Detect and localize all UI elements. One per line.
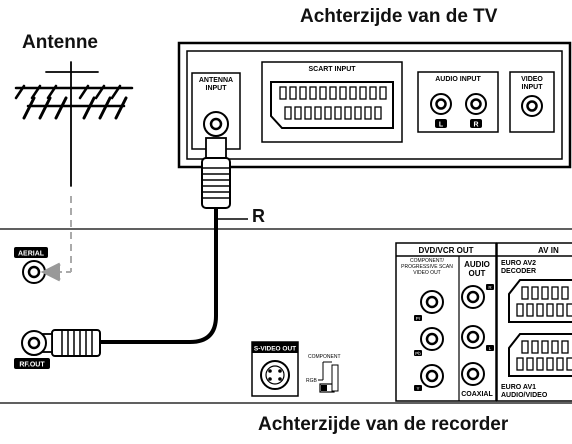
jack-label-pb: Pb <box>415 351 421 356</box>
rgb-switch-label: RGB <box>306 378 318 384</box>
recorder-rf-out: RF.OUT <box>14 330 50 369</box>
video-input-label-2: INPUT <box>522 84 544 91</box>
euro-av1-label-1: EURO AV1 <box>501 384 536 391</box>
scart-input-label: SCART INPUT <box>308 66 356 73</box>
antenna-input-label-2: INPUT <box>206 85 228 92</box>
component-col-label-3: VIDEO OUT <box>413 270 441 276</box>
svideo-out: S-VIDEO OUT <box>251 341 299 397</box>
cable-label: R <box>252 206 265 226</box>
rf-cable <box>37 137 248 357</box>
video-input-label-1: VIDEO <box>521 76 543 83</box>
component-switch-label: COMPONENT <box>308 354 341 360</box>
jack-label-y: Y <box>416 386 419 391</box>
audio-out-label-1: AUDIO <box>464 260 490 269</box>
recorder-aerial: AERIAL <box>14 247 61 284</box>
audio-out-l-label: L <box>489 346 492 351</box>
tv-back-panel: ANTENNA INPUT SCART INPUT AUDIO INPUT L … <box>177 41 572 169</box>
av-in-panel: AV IN EURO AV2 DECODER EURO AV1 AUDIO/VI… <box>496 242 572 402</box>
component-col-label-1: COMPONENT/ <box>410 258 445 264</box>
svideo-out-label: S-VIDEO OUT <box>254 346 296 353</box>
euro-av1-label-2: AUDIO/VIDEO <box>501 392 548 399</box>
dvd-vcr-out-panel: DVD/VCR OUT COMPONENT/ PROGRESSIVE SCAN … <box>395 242 497 402</box>
audio-input-label: AUDIO INPUT <box>435 76 481 83</box>
component-col-label-2: PROGRESSIVE SCAN <box>401 264 453 270</box>
antenna-drawing <box>14 61 134 187</box>
audio-out-r-label: R <box>488 285 492 290</box>
recorder-back-title: Achterzijde van de recorder <box>258 414 509 435</box>
audio-out-label-2: OUT <box>469 269 486 278</box>
dvd-vcr-out-label: DVD/VCR OUT <box>418 246 473 255</box>
euro-av2-label-1: EURO AV2 <box>501 260 536 267</box>
tv-audio-right-label: R <box>473 122 478 129</box>
rf-out-label: RF.OUT <box>19 362 45 369</box>
aerial-label: AERIAL <box>18 251 45 258</box>
tv-audio-left-label: L <box>439 122 444 129</box>
coaxial-label: COAXIAL <box>461 391 493 398</box>
antenna-input-label-1: ANTENNA <box>199 77 233 84</box>
tv-back-title: Achterzijde van de TV <box>300 6 498 27</box>
euro-av2-label-2: DECODER <box>501 268 536 275</box>
component-rgb-switch: COMPONENT RGB <box>306 354 341 393</box>
antenna-title: Antenne <box>22 32 98 53</box>
av-in-label: AV IN <box>538 246 559 255</box>
jack-label-pr: Pr <box>416 316 421 321</box>
